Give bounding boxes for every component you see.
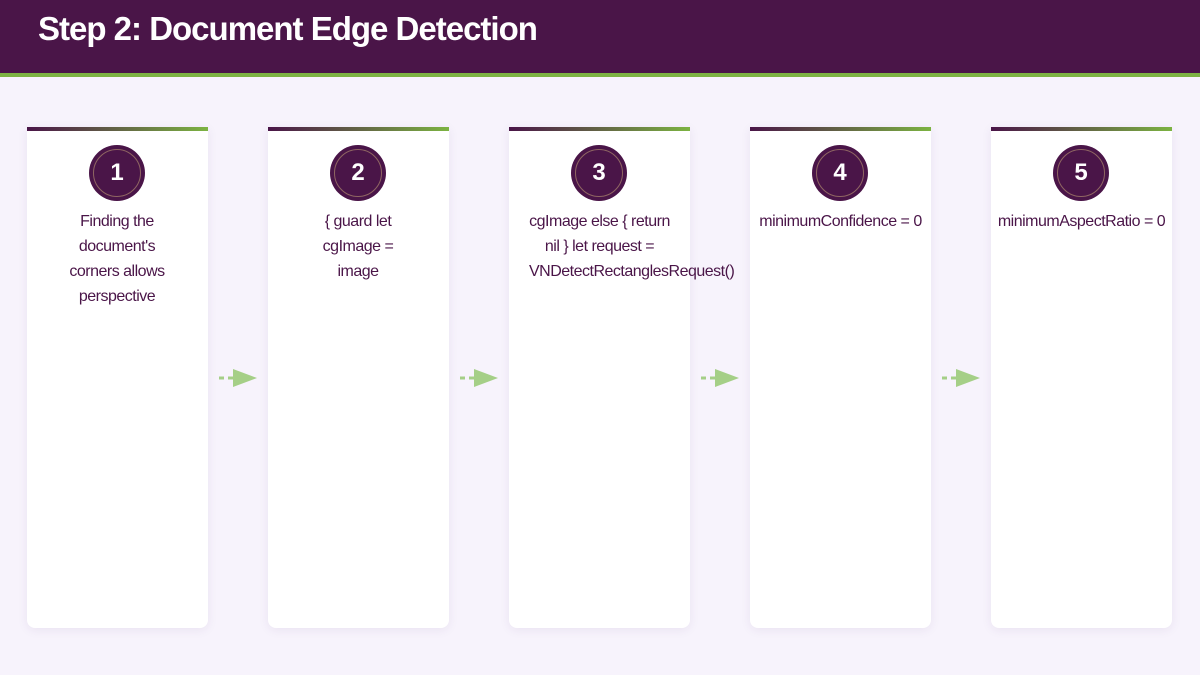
arrow-right-icon <box>219 369 257 387</box>
card-accent-bar <box>991 127 1172 131</box>
step-card-4: 4 minimumConfidence = 0 <box>750 127 931 628</box>
arrow-right-icon <box>942 369 980 387</box>
card-accent-bar <box>750 127 931 131</box>
step-card-5: 5 minimumAspectRatio = 0 <box>991 127 1172 628</box>
step-card-2: 2 { guard let cgImage = image <box>268 127 449 628</box>
step-number-badge: 1 <box>89 145 145 201</box>
arrow-right-icon <box>701 369 739 387</box>
step-text: minimumAspectRatio = 0 <box>997 213 1166 230</box>
card-accent-bar <box>27 127 208 131</box>
step-number-badge: 4 <box>812 145 868 201</box>
card-accent-bar <box>509 127 690 131</box>
step-text: minimumConfidence = 0 <box>759 213 922 230</box>
step-number-badge: 5 <box>1053 145 1109 201</box>
step-card-3: 3 cgImage else { return nil } let request… <box>509 127 735 628</box>
step-text: { guard let cgImage = image <box>322 213 394 280</box>
card-accent-bar <box>268 127 449 131</box>
page-title: Step 2: Document Edge Detection <box>38 10 538 47</box>
step-text: Finding the document's corners allows pe… <box>69 213 165 305</box>
step-number-badge: 2 <box>330 145 386 201</box>
step-text: cgImage else { return nil } let request … <box>529 213 735 280</box>
step-number-badge: 3 <box>571 145 627 201</box>
header: Step 2: Document Edge Detection <box>0 0 1200 77</box>
arrow-right-icon <box>460 369 498 387</box>
